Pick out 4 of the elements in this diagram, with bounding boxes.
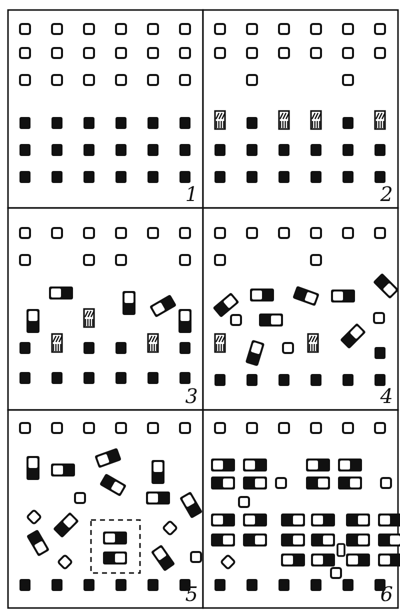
- panel-number: 1: [185, 184, 198, 204]
- panel-number: 2: [380, 184, 393, 204]
- panel-number: 4: [380, 386, 393, 406]
- panel-number: 3: [185, 386, 198, 406]
